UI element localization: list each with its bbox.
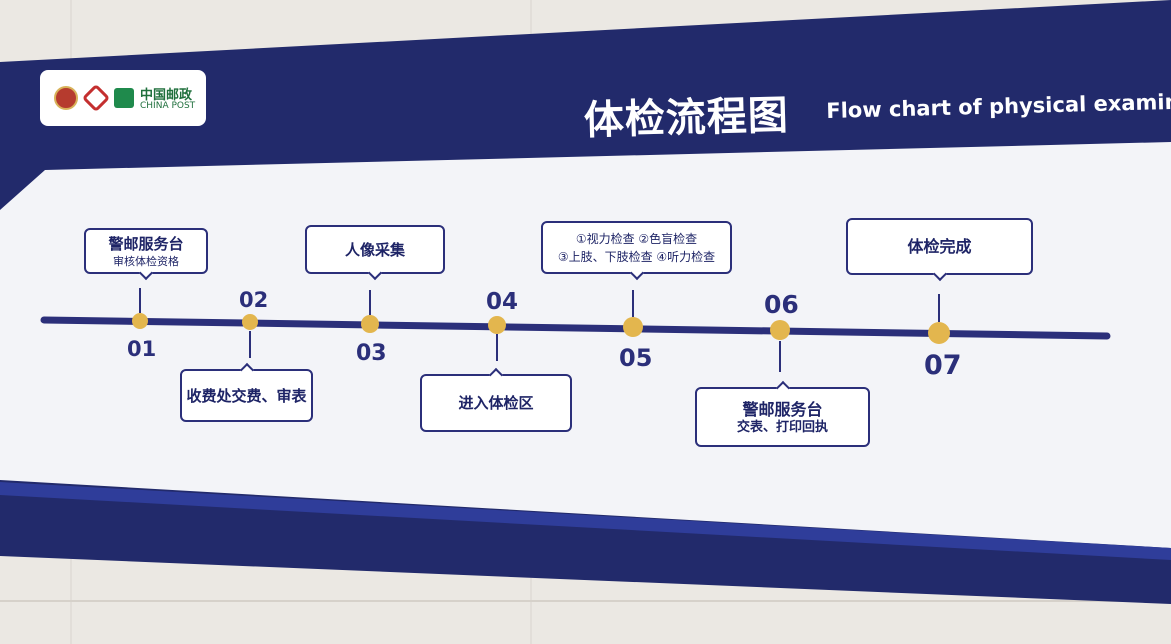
step-02-number: 02 — [239, 288, 269, 312]
logo-plate: 中国邮政 CHINA POST — [40, 70, 206, 126]
step-7-dot — [928, 322, 950, 344]
step-06-number: 06 — [764, 290, 799, 319]
step-07-box: 体检完成 — [846, 218, 1033, 282]
step-04-box: 进入体检区 — [420, 367, 572, 432]
step-01-subtitle: 审核体检资格 — [113, 254, 179, 268]
china-post-logo-icon — [114, 88, 134, 108]
step-06-title: 警邮服务台 — [742, 399, 823, 419]
step-04-number: 04 — [486, 289, 519, 315]
step-02-box: 收费处交费、审表 — [180, 362, 313, 422]
step-05-line2: ③上肢、下肢检查 ④听力检查 — [557, 249, 716, 264]
logo-text-en: CHINA POST — [140, 101, 196, 111]
step-06-subtitle: 交表、打印回执 — [736, 419, 828, 435]
step-5-dot — [623, 317, 643, 337]
step-4-dot — [488, 316, 506, 334]
step-01-title: 警邮服务台 — [108, 234, 184, 253]
step-05-number: 05 — [619, 344, 653, 372]
step-01-number: 01 — [127, 337, 157, 361]
step-05-line1: ①视力检查 ②色盲检查 — [575, 231, 698, 246]
step-02-title: 收费处交费、审表 — [186, 386, 307, 405]
step-6-dot — [770, 320, 790, 340]
police-emblem-icon — [54, 86, 78, 110]
step-04-title: 进入体检区 — [458, 394, 534, 412]
step-05-box: ①视力检查 ②色盲检查 ③上肢、下肢检查 ④听力检查 — [541, 221, 732, 281]
step-07-number: 07 — [924, 350, 962, 381]
step-1-dot — [132, 313, 148, 329]
logo-text-cn: 中国邮政 — [140, 88, 193, 103]
step-03-box: 人像采集 — [305, 225, 445, 281]
step-03-number: 03 — [356, 341, 387, 366]
step-2-dot — [242, 314, 258, 330]
step-01-box: 警邮服务台 审核体检资格 — [84, 228, 208, 281]
step-03-title: 人像采集 — [344, 240, 405, 259]
step-3-dot — [361, 315, 379, 333]
step-07-title: 体检完成 — [907, 236, 972, 256]
step-06-box: 警邮服务台 交表、打印回执 — [695, 380, 870, 447]
